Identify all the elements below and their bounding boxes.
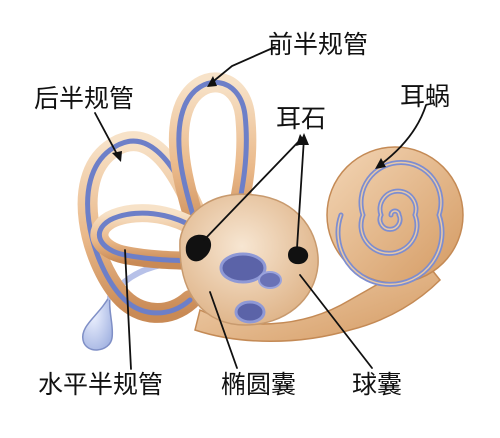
utricle-otoliths (185, 234, 212, 262)
cochlea-label: 耳蜗 (400, 82, 451, 111)
utricle-label: 椭圆囊 (221, 370, 297, 399)
pointer-lines (94, 46, 427, 370)
arrowhead-cochlea (375, 158, 386, 169)
vestibule-window (258, 271, 282, 289)
posterior-canal-duct (85, 138, 208, 316)
arrowhead-posterior (112, 151, 122, 162)
horizontal-canal-label: 水平半规管 (38, 370, 164, 399)
pointer-otolith-left (203, 137, 303, 241)
pointer-anterior (209, 46, 276, 85)
pointer-saccule (299, 274, 373, 369)
arrowhead-otolith-right (299, 133, 309, 145)
cochlear-tube (194, 253, 442, 342)
arrowhead-anterior (207, 76, 217, 87)
pointer-otolith-right (296, 137, 305, 249)
pointer-horizontal (124, 249, 132, 370)
cochlea-spiral-outline (337, 161, 443, 286)
saccule-window (234, 300, 266, 324)
saccule-otoliths (288, 246, 309, 265)
pointer-arrowheads (112, 76, 386, 169)
pointer-posterior (94, 112, 119, 157)
otolith-label: 耳石 (276, 104, 327, 133)
pointer-cochlea (379, 104, 427, 166)
posterior-canal-label: 后半规管 (34, 84, 135, 113)
endolymphatic-sac (82, 294, 114, 351)
anterior-canal-label: 前半规管 (268, 30, 369, 59)
saccule-label: 球囊 (352, 370, 403, 399)
horizontal-canal-duct (96, 210, 218, 265)
utricle-window (219, 252, 267, 284)
pointer-utricle (209, 291, 238, 369)
